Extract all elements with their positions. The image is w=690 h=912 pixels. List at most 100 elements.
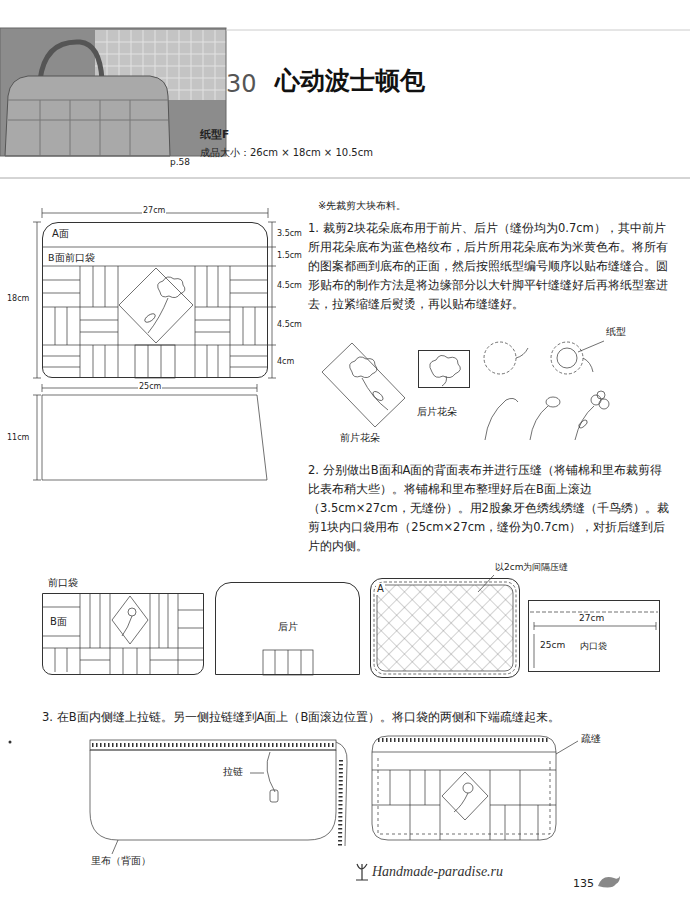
step2-pieces [122, 616, 132, 636]
step2-pieces [110, 593, 111, 675]
dimension: 11cm [6, 433, 30, 443]
dimension-lines [42, 208, 43, 218]
front-pocket-piece: 前口袋B面 [42, 593, 204, 675]
front-panel-patchwork [42, 247, 268, 480]
dimension: 3.5cm [277, 229, 302, 239]
step3-pieces [372, 752, 556, 753]
step2-pieces [150, 660, 204, 661]
front-panel-patchwork [80, 320, 118, 321]
step3-pieces [92, 743, 334, 747]
front-panel-patchwork [218, 345, 219, 378]
step2-pieces [288, 650, 289, 675]
front-panel-patchwork [243, 307, 244, 345]
applique-steps [575, 406, 594, 440]
applique-steps [599, 399, 609, 409]
header-photo [8, 100, 168, 156]
applique-steps [551, 342, 583, 374]
applique-steps [430, 355, 461, 377]
dimension: 4.5cm [277, 320, 302, 330]
dimension: 27cm [578, 613, 605, 624]
step-text: 3. 在B面内侧缝上拉链。另一侧拉链缝到A面上（B面滚边位置）。将口袋的两侧和下… [42, 708, 672, 727]
step3-pieces [454, 793, 468, 812]
page-marks [9, 741, 621, 888]
step3-pieces [378, 758, 550, 834]
dimension-lines [268, 222, 276, 223]
callout: 以2cm为间隔压缝 [494, 562, 569, 573]
step2-pieces [137, 648, 138, 675]
applique-steps [557, 348, 577, 368]
step3-pieces [442, 772, 488, 820]
applique-steps [583, 358, 593, 372]
step3-pieces [378, 738, 550, 742]
dimension-lines [257, 384, 258, 392]
front-panel-patchwork [42, 395, 267, 480]
step2-pieces [90, 593, 91, 648]
step2-pieces [534, 626, 656, 627]
project-number: 30 [226, 70, 257, 99]
dimension-lines [37, 222, 38, 378]
dimension-lines [272, 222, 273, 378]
step2-pieces [42, 607, 80, 608]
header-photo [0, 28, 226, 156]
applique-steps [591, 395, 601, 405]
applique-steps [362, 378, 388, 410]
applique-steps [350, 357, 377, 378]
front-panel-patchwork [42, 356, 80, 357]
step3-pieces [463, 783, 473, 793]
piece-label: B面 [49, 616, 68, 628]
front-panel-patchwork [195, 332, 230, 333]
step3-pieces [250, 773, 264, 774]
dimension-lines [268, 266, 276, 267]
step2-pieces [263, 650, 313, 675]
step3-pieces [90, 750, 336, 840]
front-panel-patchwork [80, 332, 118, 333]
step2-pieces [80, 593, 81, 675]
step-text: 1. 裁剪2块花朵底布用于前片、后片（缝份均为0.7cm），其中前片所用花朵底布… [308, 219, 672, 314]
page-ref: p.58 [170, 157, 190, 168]
step3-pieces [390, 770, 391, 805]
dimension-lines [42, 384, 43, 392]
page-marks [356, 864, 368, 880]
applique-steps [485, 400, 506, 440]
back-piece: 后片 [215, 582, 360, 675]
step2-pieces [178, 610, 204, 611]
front-panel-patchwork [230, 266, 231, 378]
applique-steps [546, 397, 560, 407]
step2-pieces [55, 648, 56, 672]
step2-pieces [168, 593, 169, 648]
applique-steps [506, 398, 518, 402]
step3-pieces [270, 790, 278, 802]
watermark: Handmade-paradise.ru [372, 864, 503, 881]
step2-pieces [301, 650, 302, 675]
dimension-lines [268, 345, 276, 346]
applique-steps [371, 390, 384, 402]
applique-steps [578, 341, 604, 352]
dimension-lines [37, 395, 38, 480]
front-panel-patchwork [93, 266, 94, 307]
applique-steps [322, 341, 609, 440]
dimension-lines [33, 378, 41, 379]
step3-pieces [538, 805, 539, 840]
dimension-lines [33, 208, 276, 480]
header-photo [0, 28, 226, 156]
front-panel-patchwork [207, 345, 208, 378]
header-rule [0, 30, 690, 178]
header-photo [0, 28, 226, 156]
page-title: 心动波士顿包 [275, 66, 425, 96]
header-photo [8, 120, 168, 121]
front-panel-patchwork [195, 320, 230, 321]
step2-pieces [67, 648, 68, 672]
step2-pieces [80, 660, 110, 661]
applique-steps [322, 343, 405, 427]
front-panel-patchwork [143, 312, 156, 324]
front-panel-patchwork [42, 280, 80, 281]
step2-pieces [534, 622, 535, 630]
quilted-piece: A [370, 578, 520, 678]
page-marks [9, 741, 12, 744]
front-panel-patchwork [230, 293, 268, 294]
dimension-lines [33, 395, 41, 396]
step3-pieces [267, 752, 275, 792]
step2-pieces [534, 634, 535, 668]
step3-pieces [340, 760, 341, 846]
piece-label: A [376, 583, 385, 595]
